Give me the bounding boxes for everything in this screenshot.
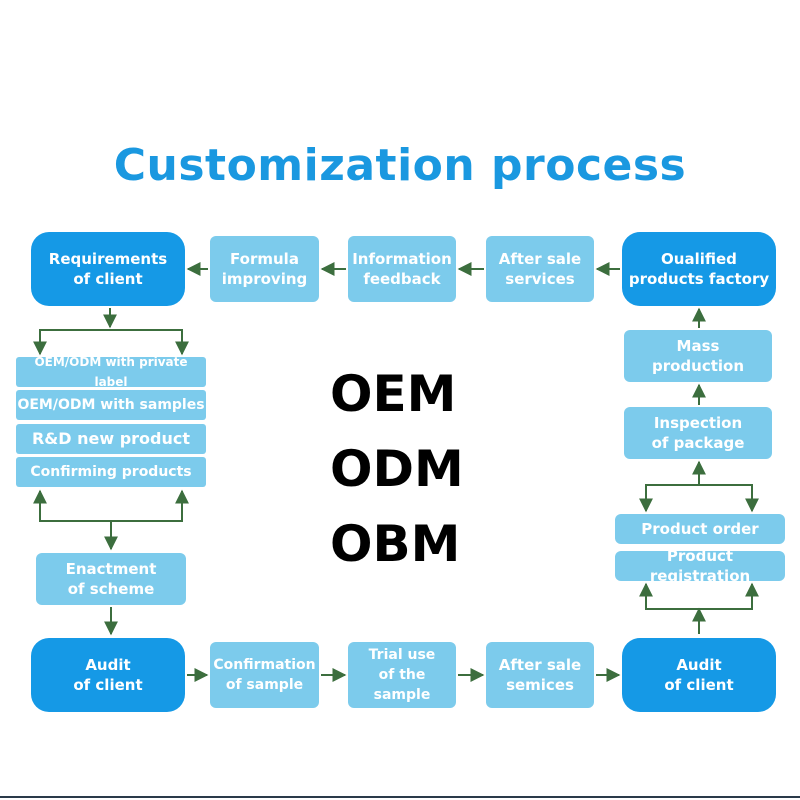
trial-use-of-sample-box: Trial use of the sample xyxy=(348,642,456,708)
bottom-border-line xyxy=(0,796,800,798)
inspection-of-package-box: Inspection of package xyxy=(624,407,772,459)
audit-of-client-right-box: Audit of client xyxy=(622,638,776,712)
option-rd-new-product-box: R&D new product xyxy=(16,424,206,454)
center-label-odm: ODM xyxy=(330,440,464,498)
qualified-products-factory-box: Oualified products factory xyxy=(622,232,776,306)
product-registration-box: Product registration xyxy=(615,547,785,585)
mass-production-box: Mass production xyxy=(624,330,772,382)
center-label-oem: OEM xyxy=(330,365,457,423)
after-sale-semices-box: After sale semices xyxy=(486,642,594,708)
enactment-of-scheme-box: Enactment of scheme xyxy=(36,553,186,605)
audit-of-client-left-box: Audit of client xyxy=(31,638,185,712)
bracket-right-bottom xyxy=(645,585,753,610)
page-title: Customization process xyxy=(113,140,687,191)
requirements-of-client-box: Requirements of client xyxy=(31,232,185,306)
after-sale-services-box: After sale services xyxy=(486,236,594,302)
product-order-box: Product order xyxy=(615,514,785,544)
bracket-bottom-left xyxy=(39,492,183,522)
option-samples-box: OEM/ODM with samples xyxy=(16,390,206,420)
confirmation-of-sample-box: Confirmation of sample xyxy=(210,642,319,708)
formula-improving-box: Formula improving xyxy=(210,236,319,302)
bracket-right-top xyxy=(645,484,753,510)
bracket-top-left xyxy=(39,329,183,353)
information-feedback-box: Information feedback xyxy=(348,236,456,302)
option-confirming-products-box: Confirming products xyxy=(16,457,206,487)
center-label-obm: OBM xyxy=(330,515,461,573)
option-private-label-box: OEM/ODM with private label xyxy=(16,355,206,389)
